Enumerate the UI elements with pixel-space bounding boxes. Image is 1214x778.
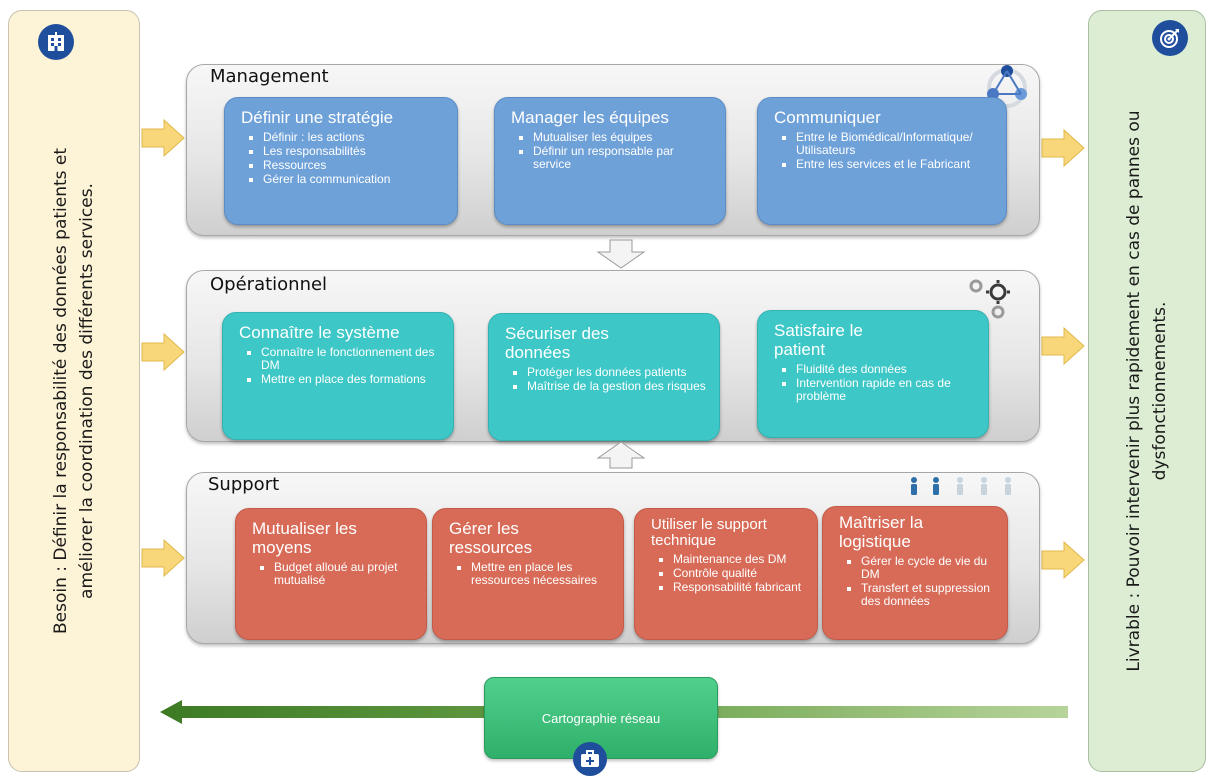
livrable-line-2: dysfonctionnements.	[1150, 301, 1170, 481]
arrow-right-icon	[141, 332, 185, 372]
livrable-panel: Livrable : Pouvoir intervenir plus rapid…	[1088, 10, 1206, 772]
box-title: Définir une stratégie	[241, 108, 394, 127]
list-item: Responsabilité fabricant	[673, 581, 807, 594]
list-item: Définir : les actions	[263, 131, 447, 144]
arrow-down-icon	[596, 239, 646, 269]
list-item: Maintenance des DM	[673, 553, 807, 566]
box-title: Communiquer	[774, 108, 881, 127]
hospital-icon	[38, 24, 74, 60]
livrable-line-1: Livrable : Pouvoir intervenir plus rapid…	[1124, 110, 1144, 672]
list-item: Ressources	[263, 159, 447, 172]
support-title: Support	[208, 474, 280, 495]
box-connaitre-systeme: Connaître le système Connaître le foncti…	[222, 312, 454, 440]
box-title: Sécuriser des données	[505, 324, 609, 362]
list-item: Entre les services et le Fabricant	[796, 158, 996, 171]
management-title: Management	[210, 66, 329, 87]
arrow-right-icon	[1041, 128, 1085, 168]
box-maitriser-logistique: Maîtriser la logistique Gérer le cycle d…	[822, 506, 1008, 640]
network-icon	[987, 65, 1027, 108]
box-satisfaire-patient: Satisfaire le patient Fluidité des donné…	[757, 310, 989, 438]
arrow-right-icon	[141, 118, 185, 158]
list-item: Protéger les données patients	[527, 366, 709, 379]
arrow-right-icon	[141, 538, 185, 578]
livrable-text: Livrable : Pouvoir intervenir plus rapid…	[1121, 110, 1173, 671]
list-item: Maîtrise de la gestion des risques	[527, 380, 709, 393]
box-support-technique: Utiliser le support technique Maintenanc…	[634, 508, 818, 640]
box-title: Satisfaire le patient	[774, 321, 863, 359]
besoin-line-2: améliorer la coordination des différents…	[77, 183, 97, 599]
box-title: Maîtriser la logistique	[839, 513, 924, 551]
list-item: Les responsabilités	[263, 145, 447, 158]
box-communiquer: Communiquer Entre le Biomédical/Informat…	[757, 97, 1007, 225]
list-item: Définir un responsable par service	[533, 145, 715, 171]
list-item: Entre le Biomédical/Informatique/ Utilis…	[796, 131, 996, 157]
list-item: Contrôle qualité	[673, 567, 807, 580]
box-title: Mutualiser les moyens	[252, 519, 357, 557]
list-item: Mettre en place les ressources nécessair…	[471, 561, 613, 587]
list-item: Transfert et suppression des données	[861, 582, 997, 608]
operationnel-title: Opérationnel	[210, 274, 328, 295]
list-item: Budget alloué au projet mutualisé	[274, 561, 416, 587]
target-icon	[1152, 20, 1188, 56]
box-title: Gérer les ressources	[449, 519, 533, 557]
arrow-right-icon	[1041, 326, 1085, 366]
list-item: Mutualiser les équipes	[533, 131, 715, 144]
list-item: Intervention rapide en cas de problème	[796, 377, 978, 403]
list-item: Connaître le fonctionnement des DM	[261, 346, 443, 372]
besoin-panel: Besoin : Définir la responsabilité des d…	[8, 10, 140, 772]
besoin-line-1: Besoin : Définir la responsabilité des d…	[51, 147, 71, 635]
list-item: Fluidité des données	[796, 363, 978, 376]
people-icon	[911, 477, 1011, 495]
list-item: Gérer la communication	[263, 173, 447, 186]
arrow-up-icon	[596, 441, 646, 469]
arrow-right-icon	[1041, 540, 1085, 580]
medical-kit-icon	[573, 742, 607, 776]
box-manager-equipes: Manager les équipes Mutualiser les équip…	[494, 97, 726, 225]
box-mutualiser-moyens: Mutualiser les moyens Budget alloué au p…	[235, 508, 427, 640]
box-title: Utiliser le support technique	[651, 516, 767, 549]
box-gerer-ressources: Gérer les ressources Mettre en place les…	[432, 508, 624, 640]
box-securiser-donnees: Sécuriser des données Protéger les donné…	[488, 313, 720, 441]
list-item: Gérer le cycle de vie du DM	[861, 555, 997, 581]
besoin-text: Besoin : Définir la responsabilité des d…	[48, 148, 100, 634]
box-definir-strategie: Définir une stratégie Définir : les acti…	[224, 97, 458, 225]
box-title: Connaître le système	[239, 323, 400, 342]
list-item: Mettre en place des formations	[261, 373, 443, 386]
box-title: Manager les équipes	[511, 108, 669, 127]
cartographie-label: Cartographie réseau	[541, 710, 661, 726]
gears-icon	[969, 279, 1010, 319]
